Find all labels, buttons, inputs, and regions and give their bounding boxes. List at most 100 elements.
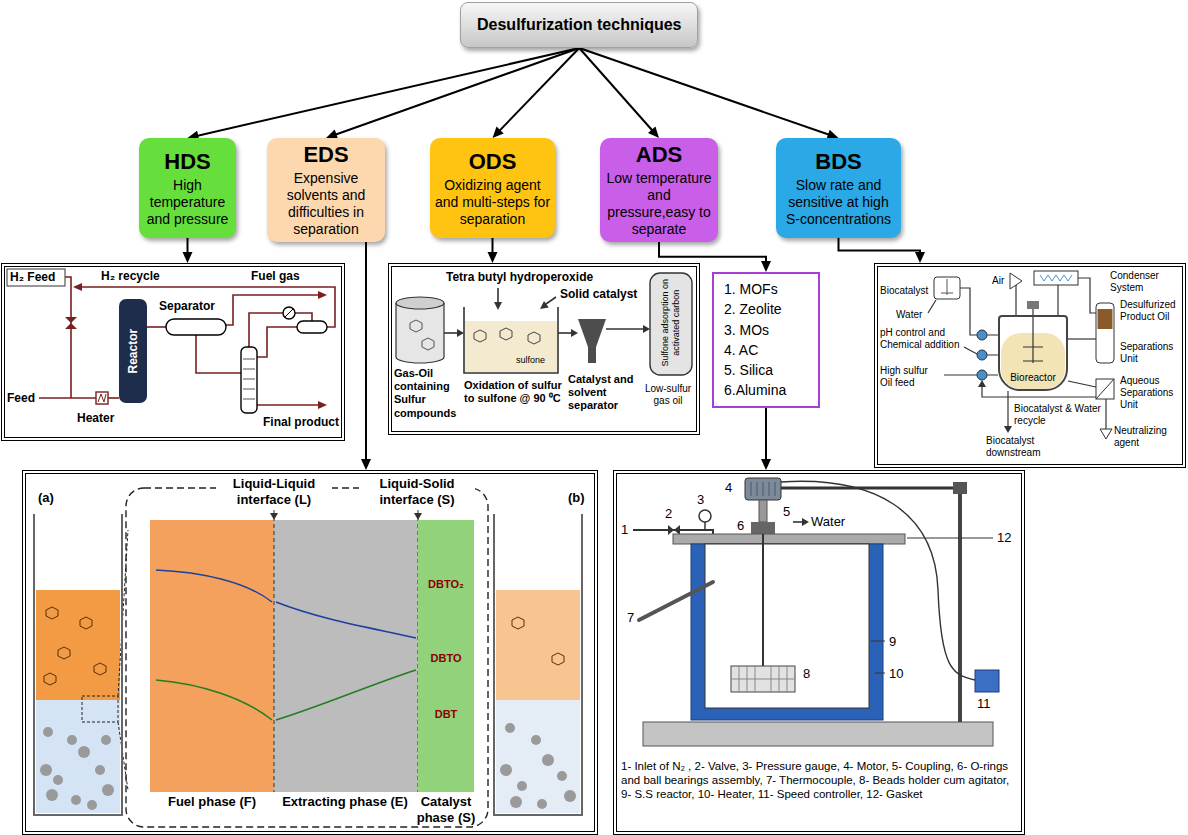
- eds-interface-sketch-part: [496, 590, 580, 700]
- technique-note: Low temperature and pressure,easy to sep…: [604, 170, 714, 237]
- ads-batch-reactor-part: [751, 522, 775, 534]
- fuel-molecule-part: [552, 653, 564, 665]
- eds-interface-sketch-part: [156, 680, 272, 720]
- ads-batch-reactor-part: [953, 482, 967, 494]
- bds-process-flowsheet-part: [1040, 275, 1072, 281]
- ads-batch-reactor-part: [751, 482, 775, 496]
- eds-interface-panel: (a)Liquid-Liquid interface (L)Liquid-Sol…: [22, 470, 598, 835]
- connector-arrow: [488, 238, 498, 263]
- ods-process-sketch-part: [528, 332, 540, 344]
- ads-batch-reactor-part: [731, 666, 795, 692]
- bds-process-flowsheet-part: [1098, 309, 1113, 329]
- eds-interface-sketch: [34, 488, 582, 827]
- bds-process-flowsheet-part: [1027, 301, 1039, 309]
- hds-pipes-part: [108, 397, 119, 399]
- fuel-molecule-part: [44, 673, 56, 685]
- catalyst-particle-part: [505, 723, 515, 733]
- eds-interface-sketch-part: [36, 700, 120, 813]
- callout-number: 3: [697, 492, 704, 508]
- eds-interface-sketch-part: [496, 700, 580, 813]
- process-label: Condenser System: [1110, 270, 1180, 294]
- callout-number: 12: [997, 530, 1011, 546]
- ods-process-sketch: [396, 273, 692, 375]
- catalyst-particle-part: [531, 735, 541, 745]
- hds-flow-arrow-part: [73, 283, 82, 291]
- bds-process-flowsheet-part: [977, 350, 987, 360]
- ods-process-sketch-part: [422, 338, 434, 350]
- hds-flowsheet-part: [241, 347, 257, 413]
- connector-arrow: [579, 48, 838, 139]
- hds-pipes-part: [65, 277, 71, 398]
- eds-interface-sketch-part: [276, 602, 416, 638]
- catalyst-particle: [500, 723, 576, 809]
- bds-process-flowsheet-part: [1096, 303, 1114, 363]
- catalyst-particle-part: [53, 775, 63, 785]
- ods-process-sketch-part: [464, 307, 558, 373]
- technique-box: ADSLow temperature and pressure,easy to …: [600, 138, 718, 242]
- process-label: Sulfone adsorption on activated carbon: [660, 273, 682, 373]
- hds-flow-arrow-part: [65, 323, 77, 329]
- ods-process-sketch-part: [396, 303, 444, 363]
- ads-batch-reactor-part: [704, 522, 706, 530]
- title-box: Desulfurization techniques: [460, 2, 698, 48]
- bds-flow-arrow-part: [978, 380, 986, 387]
- catalyst-particle-part: [67, 735, 77, 745]
- ads-batch-reactor-part: [871, 538, 993, 673]
- ods-process-sketch-part: [465, 321, 557, 372]
- species-label: DBT: [418, 708, 474, 721]
- vessel-label: Reactor: [126, 329, 140, 374]
- bds-process-flowsheet-part: [1100, 429, 1112, 439]
- bds-process-flowsheet-part: [1010, 273, 1022, 289]
- ods-flow-line-part: [558, 332, 573, 334]
- process-label: Biocatalyst: [880, 285, 928, 297]
- fuel-molecule: [44, 607, 106, 685]
- ods-flow-line-part: [606, 328, 644, 330]
- process-label: Biocatalyst & Water recycle: [1014, 403, 1106, 427]
- bds-process-panel: BiocatalystAirCondenser SystemWaterDesul…: [874, 263, 1186, 468]
- list-item: 5. Silica: [724, 360, 773, 380]
- arrow-head: [488, 252, 498, 263]
- bds-pipes: [928, 278, 1106, 429]
- eds-interface-sketch-part: [34, 514, 122, 815]
- connector-line: [497, 48, 580, 134]
- technique-name: HDS: [164, 149, 210, 175]
- catalyst-particle-part: [542, 754, 554, 766]
- bds-flow-arrow-part: [1004, 426, 1012, 433]
- hds-flowsheet-part: [98, 394, 106, 402]
- callout-number: 10: [889, 666, 903, 682]
- technique-note: Oxidizing agent and multi-steps for sepa…: [434, 177, 551, 227]
- bds-pipes-part: [1057, 285, 1058, 315]
- hds-flowsheet-part: [297, 321, 327, 333]
- fuel-molecule-part: [80, 617, 92, 629]
- technique-box: EDSExpensive solvents and difficulties i…: [267, 138, 385, 242]
- hds-flow-arrow-part: [318, 291, 327, 299]
- ads-reactor-panel: 412365Water7891012111- Inlet of N₂ , 2- …: [613, 470, 1025, 835]
- arrow-head: [361, 459, 371, 470]
- hds-flowsheet-part: [283, 307, 295, 319]
- hds-flowsheet: [7, 269, 335, 413]
- process-label: Fuel gas: [251, 269, 300, 283]
- interface-label: Fuel phase (F): [150, 794, 274, 810]
- process-label: Neutralizing agent: [1114, 425, 1178, 449]
- bioreactor-vessel: Bioreactor: [998, 315, 1068, 391]
- ads-batch-reactor-part: [802, 518, 809, 526]
- bds-pipes-part: [1105, 399, 1106, 429]
- catalyst-particle-part: [537, 799, 547, 809]
- interface-label: Liquid-Solid interface (S): [359, 476, 475, 507]
- ods-process-sketch-part: [474, 330, 486, 342]
- hds-flowsheet-part: [7, 269, 65, 286]
- process-label: Desulfurized Product Oil: [1120, 299, 1180, 323]
- ads-batch-reactor-part: [958, 482, 962, 722]
- bds-process-flowsheet-part: [941, 279, 953, 295]
- process-label: H₂ Feed: [10, 270, 55, 284]
- catalyst-particle-part: [517, 781, 527, 791]
- ods-flow-arrow-part: [643, 325, 650, 333]
- catalyst-particle-part: [564, 790, 576, 802]
- hds-flowsheet-part: [285, 309, 293, 317]
- technique-note: High temperature and pressure: [143, 177, 232, 227]
- arrow-head: [761, 261, 771, 272]
- connector-line: [365, 242, 367, 464]
- bds-pipes-part: [928, 300, 936, 313]
- catalyst-particle-part: [557, 771, 567, 781]
- title-text: Desulfurization techniques: [477, 15, 681, 34]
